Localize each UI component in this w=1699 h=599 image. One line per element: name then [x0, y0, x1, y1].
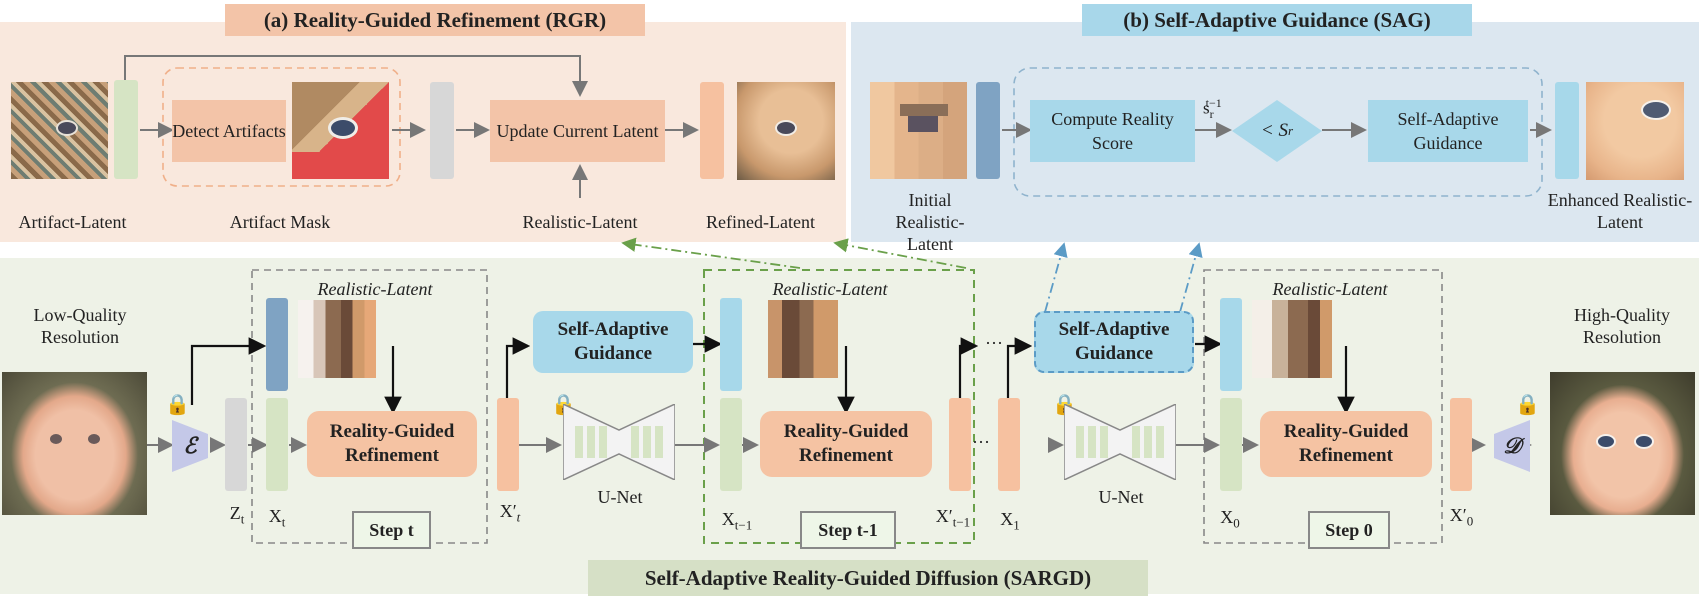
detect-artifacts-box: Detect Artifacts — [172, 100, 286, 162]
sargd-title: Self-Adaptive Reality-Guided Diffusion (… — [588, 560, 1148, 596]
xt1-prime-bar — [949, 398, 971, 491]
zt-label: Zt — [229, 503, 245, 527]
xt-prime-bar — [497, 398, 519, 491]
unet-2 — [1064, 404, 1176, 480]
initial-latent-image — [870, 82, 967, 179]
artifact-mask-label: Artifact Mask — [229, 212, 331, 232]
xt1-bar — [720, 398, 742, 491]
step-t1-label: Step t-1 — [800, 511, 896, 549]
lock-icon: 🔒 — [1515, 394, 1540, 416]
realistic-latent-bar-0 — [1220, 298, 1242, 391]
initial-latent-bar — [976, 82, 1000, 179]
high-quality-label: High-Quality Resolution — [1574, 305, 1670, 347]
xt-prime-label: X′t — [499, 501, 521, 525]
xt-label: Xt — [268, 506, 286, 530]
xt1-prime-label: X′t−1 — [935, 506, 971, 530]
realistic-latent-label: Realistic-Latent — [522, 212, 638, 232]
realistic-latent-caption: Realistic-Latent — [772, 279, 888, 299]
x1-label: X1 — [1000, 509, 1020, 533]
realistic-latent-caption: Realistic-Latent — [317, 279, 433, 299]
artifact-latent-bar — [114, 80, 138, 179]
decoder: 𝒟 — [1494, 420, 1530, 472]
artifact-latent-label: Artifact-Latent — [18, 212, 127, 232]
lock-icon: 🔒 — [165, 394, 190, 416]
refinement-box-t1: Reality-Guided Refinement — [760, 411, 932, 477]
xt1-label: Xt−1 — [721, 509, 753, 533]
zt-bar — [225, 398, 247, 491]
low-quality-label: Low-Quality Resolution — [33, 305, 127, 347]
x0-prime-bar — [1450, 398, 1472, 491]
enhanced-latent-label: Enhanced Realistic-Latent — [1547, 190, 1693, 232]
latent-patch-t — [298, 300, 376, 378]
unet-2-label: U-Net — [1098, 487, 1144, 507]
refined-latent-bar — [700, 82, 724, 179]
latent-patch-t1 — [768, 300, 838, 378]
refinement-box-t: Reality-Guided Refinement — [307, 411, 477, 477]
sag-box-1: Self-Adaptive Guidance — [533, 311, 693, 373]
initial-latent-label: Initial Realistic-Latent — [895, 190, 965, 254]
x0-prime-label: X′0 — [1449, 505, 1474, 529]
rgr-title: (a) Reality-Guided Refinement (RGR) — [225, 4, 645, 36]
unet-1-label: U-Net — [597, 487, 643, 507]
x0-label: X0 — [1220, 507, 1240, 531]
compute-score-box: Compute Reality Score — [1030, 100, 1195, 162]
refinement-box-0: Reality-Guided Refinement — [1260, 411, 1432, 477]
unet-1 — [563, 404, 675, 480]
latent-gray-bar — [430, 82, 454, 179]
step-0-label: Step 0 — [1308, 511, 1390, 549]
x0-bar — [1220, 398, 1242, 491]
xt-bar — [266, 398, 288, 491]
encoder: ℰ — [172, 420, 208, 472]
realistic-latent-bar-t1 — [720, 298, 742, 391]
realistic-latent-bar-t — [266, 298, 288, 391]
sag-title: (b) Self-Adaptive Guidance (SAG) — [1082, 4, 1472, 36]
artifact-latent-image — [11, 82, 108, 179]
enhanced-latent-bar — [1555, 82, 1579, 179]
refined-latent-image — [737, 82, 835, 180]
realistic-latent-caption: Realistic-Latent — [1272, 279, 1388, 299]
refined-latent-label: Refined-Latent — [706, 212, 815, 232]
sag-box: Self-Adaptive Guidance — [1368, 100, 1528, 162]
x1-bar — [998, 398, 1020, 491]
low-quality-image — [2, 372, 147, 515]
latent-patch-0 — [1252, 300, 1332, 378]
enhanced-latent-image — [1586, 82, 1684, 180]
update-latent-box: Update Current Latent — [490, 100, 665, 162]
high-quality-image — [1550, 372, 1695, 515]
sag-box-2: Self-Adaptive Guidance — [1034, 311, 1194, 373]
step-t-label: Step t — [352, 511, 431, 549]
ellipsis: ··· — [985, 333, 1003, 353]
artifact-mask-image — [292, 82, 389, 179]
ellipsis: ··· — [972, 432, 990, 452]
score-label: srt−1 — [1203, 96, 1222, 122]
